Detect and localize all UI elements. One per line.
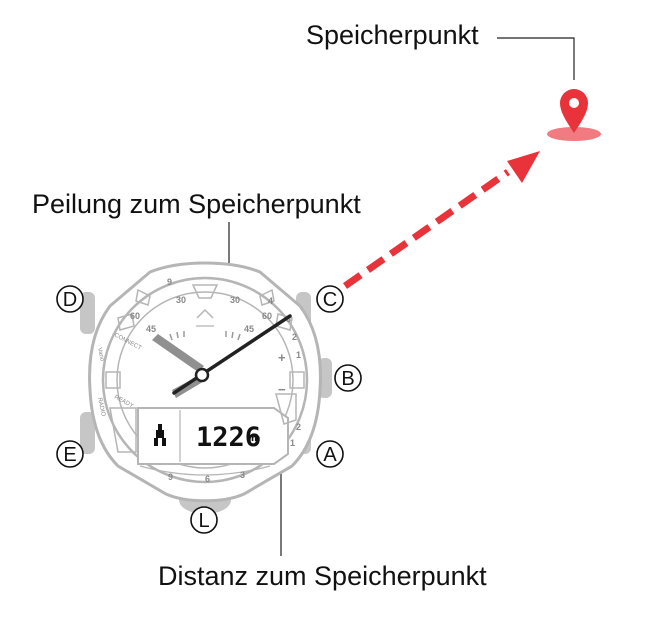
watch-dial-ring [116, 291, 294, 469]
bottom-scale-9: 9 [168, 472, 173, 482]
bezel-marker [135, 288, 151, 306]
bezel-radio: RADIO [96, 397, 106, 417]
button-e-shape[interactable] [80, 412, 95, 454]
watch-bezel [101, 276, 309, 484]
right-scale-4: 4 [268, 296, 273, 306]
distance-unit: m [251, 434, 260, 444]
memory-point-label: Speicherpunkt [306, 20, 479, 50]
hiker-icon [154, 424, 166, 446]
right-scale-lower-2: 2 [296, 422, 301, 432]
button-d-label: D [63, 289, 77, 311]
bezel-vario: Vario [96, 347, 105, 362]
button-labels: D C B E A L [56, 285, 362, 534]
direction-arrow [342, 151, 540, 289]
tick-marks [169, 331, 241, 341]
button-c-circle [316, 285, 344, 313]
hand-pivot [194, 367, 210, 383]
button-d-shape[interactable] [80, 292, 95, 334]
right-scale-2: 2 [292, 332, 297, 342]
arrow-shaft [342, 169, 511, 289]
distance-label: Distanz zum Speicherpunkt [158, 561, 487, 591]
right-scale-1: 1 [296, 350, 301, 360]
lcd-frame [137, 407, 289, 465]
button-b-circle [334, 364, 362, 392]
pin-hole [569, 98, 579, 108]
watch [80, 261, 332, 514]
dial-45-left: 45 [146, 324, 156, 334]
button-c-label: C [323, 289, 337, 311]
leader-memory-point [497, 37, 575, 80]
dial-60-left: 60 [130, 311, 140, 321]
subdial-frame-right [275, 393, 297, 425]
watch-hands [152, 314, 292, 398]
bearing-hand [172, 314, 292, 395]
right-scale-lower-1: 1 [290, 438, 295, 448]
memory-point-pin [547, 89, 601, 141]
button-e-circle [56, 440, 84, 468]
top-scale-9: 9 [167, 277, 172, 287]
bezel-marker [105, 371, 121, 389]
location-pin-icon [560, 89, 588, 133]
dial-45-right: 45 [244, 324, 254, 334]
distance-value: 1226 [196, 422, 261, 453]
bottom-scale-arc [139, 465, 271, 476]
button-l-circle [190, 506, 218, 534]
dial-30-left: 30 [176, 295, 186, 305]
arrow-head-icon [507, 151, 540, 183]
bezel-marker [191, 284, 219, 299]
dial-60-right: 60 [262, 311, 272, 321]
bezel-marker [117, 313, 135, 331]
button-d-circle [56, 285, 84, 313]
inner-chevron [196, 308, 214, 319]
bearing-label: Peilung zum Speicherpunkt [32, 189, 361, 219]
subdial-frame [109, 407, 137, 453]
hour-hand [152, 334, 204, 372]
dial-30-right: 30 [230, 295, 240, 305]
button-e-label: E [63, 444, 76, 466]
pin-shadow [547, 127, 601, 141]
button-b-label: B [341, 368, 354, 390]
plus-sign: + [278, 350, 286, 365]
button-l-label: L [198, 510, 209, 532]
button-a-label: A [323, 444, 337, 466]
bottom-scale-3: 3 [240, 470, 245, 480]
lcd-display: 1226 m [154, 422, 261, 453]
button-a-circle [316, 440, 344, 468]
minus-sign: − [278, 382, 286, 397]
bezel-marker [259, 288, 275, 306]
bottom-scale-6: 6 [205, 474, 210, 484]
dial-numerals: 30 60 45 30 60 45 9 4 3 2 1 2 1 9 6 3 + … [96, 277, 301, 484]
bezel-marker [289, 371, 305, 389]
